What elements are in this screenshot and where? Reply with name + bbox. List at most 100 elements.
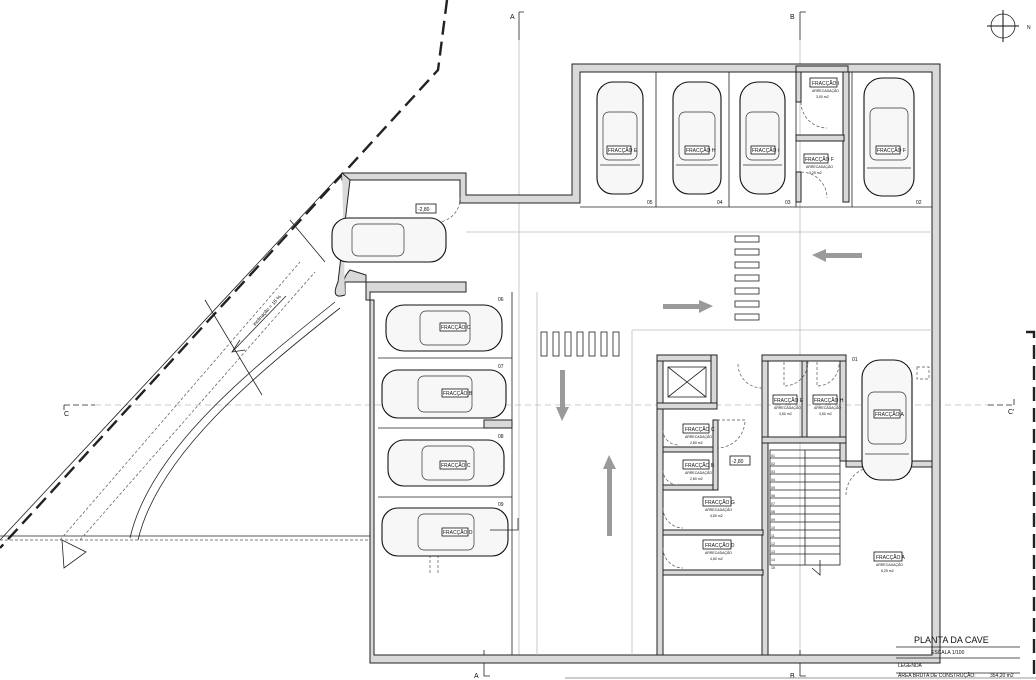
- svg-text:ARRECADAÇÃO: ARRECADAÇÃO: [814, 405, 841, 410]
- svg-text:02: 02: [771, 462, 775, 466]
- level-marker-ramp: -2,80: [415, 203, 437, 214]
- legend-label: LEGENDA: [898, 663, 923, 669]
- svg-text:B: B: [790, 14, 795, 21]
- storage-fraccao-e: FRACÇÃO E ARRECADAÇÃO 3,50 m2: [772, 394, 804, 416]
- elevator-icon: [667, 366, 707, 398]
- car-bay-08: FRACÇÃO C: [387, 439, 505, 487]
- svg-text:FRACÇÃO E: FRACÇÃO E: [774, 397, 804, 404]
- svg-text:FRACÇÃO A: FRACÇÃO A: [875, 411, 905, 418]
- car-bay-06: FRACÇÃO C: [385, 304, 503, 352]
- door-swing: [783, 361, 809, 387]
- door-swing: [737, 363, 763, 389]
- svg-text:-2,80: -2,80: [418, 207, 430, 213]
- svg-text:FRACÇÃO F: FRACÇÃO F: [877, 147, 906, 154]
- svg-text:FRACÇÃO E: FRACÇÃO E: [608, 147, 638, 154]
- svg-text:FRACÇÃO I: FRACÇÃO I: [752, 147, 779, 154]
- svg-text:FRACÇÃO A: FRACÇÃO A: [876, 554, 906, 561]
- svg-text:FRACÇÃO H: FRACÇÃO H: [686, 147, 716, 154]
- svg-text:15: 15: [771, 566, 775, 570]
- svg-text:FRACÇÃO B: FRACÇÃO B: [685, 462, 715, 469]
- svg-text:FRACÇÃO D: FRACÇÃO D: [705, 542, 735, 549]
- left-bays: 06 07 08 09: [378, 292, 513, 655]
- svg-text:4,80 m2: 4,80 m2: [710, 557, 723, 561]
- storage-fraccao-h: FRACÇÃO H ARRECADAÇÃO 3,50 m2: [812, 394, 844, 416]
- crosswalk-vertical: [734, 235, 760, 321]
- traffic-arrow-up-icon: [603, 455, 616, 536]
- car-bay-01: FRACÇÃO A: [861, 359, 913, 481]
- svg-text:FRACÇÃO B: FRACÇÃO B: [443, 390, 473, 397]
- svg-text:06: 06: [771, 494, 775, 498]
- bay-number: 05: [647, 200, 653, 206]
- svg-text:FRACÇÃO C: FRACÇÃO C: [685, 426, 715, 433]
- car-bay-02: FRACÇÃO F: [863, 77, 915, 197]
- svg-text:03: 03: [771, 470, 775, 474]
- svg-text:3,25 m2: 3,25 m2: [809, 171, 822, 175]
- north-arrow-icon: N: [987, 10, 1031, 42]
- svg-text:FRACÇÃO F: FRACÇÃO F: [805, 156, 834, 163]
- svg-text:3,50 m2: 3,50 m2: [779, 412, 792, 416]
- drawing-scale: ESCALA 1/100: [931, 650, 965, 656]
- svg-text:C': C': [1008, 409, 1014, 416]
- svg-text:ARRECADAÇÃO: ARRECADAÇÃO: [876, 562, 903, 567]
- svg-text:07: 07: [771, 502, 775, 506]
- crosswalk-horizontal: [540, 331, 620, 357]
- storage-fraccao-g: FRACÇÃO G ARRECADAÇÃO 4,80 m2: [702, 496, 735, 518]
- svg-text:01: 01: [771, 454, 775, 458]
- bay-number: 01: [852, 357, 858, 363]
- car-bay-07: FRACÇÃO B: [381, 369, 507, 419]
- section-mark-c-right: C': [988, 398, 1014, 416]
- drawing-title: PLANTA DA CAVE: [914, 635, 989, 645]
- svg-text:FRACÇÃO I: FRACÇÃO I: [812, 80, 839, 87]
- svg-text:2,80 m2: 2,80 m2: [690, 441, 703, 445]
- svg-text:ARRECADAÇÃO: ARRECADAÇÃO: [705, 507, 732, 512]
- svg-text:ARRECADAÇÃO: ARRECADAÇÃO: [774, 405, 801, 410]
- svg-text:13: 13: [771, 550, 775, 554]
- site-boundary-line: [0, 0, 449, 549]
- svg-text:04: 04: [771, 478, 775, 482]
- car-bay-09: FRACÇÃO D: [381, 507, 519, 557]
- svg-text:11: 11: [771, 534, 775, 538]
- svg-text:10: 10: [771, 526, 775, 530]
- door-swing: [662, 547, 684, 569]
- svg-text:14: 14: [771, 558, 775, 562]
- svg-text:FRACÇÃO G: FRACÇÃO G: [705, 499, 735, 506]
- svg-text:4,80 m2: 4,80 m2: [710, 514, 723, 518]
- svg-text:FRACÇÃO D: FRACÇÃO D: [443, 529, 473, 536]
- level-marker-core: -2,80: [729, 455, 751, 466]
- svg-text:3,00 m2: 3,00 m2: [816, 95, 829, 99]
- bay-number: 04: [717, 200, 723, 206]
- bay-number: 02: [916, 200, 922, 206]
- door-swing: [816, 362, 840, 387]
- section-mark-b-top: B: [790, 11, 806, 40]
- door-swing: [662, 429, 679, 446]
- svg-text:6,25 m2: 6,25 m2: [881, 569, 894, 573]
- area-label: ÁREA BRUTA DE CONSTRUÇÃO:: [898, 672, 976, 679]
- svg-text:ARRECADAÇÃO: ARRECADAÇÃO: [705, 550, 732, 555]
- bay-number: 07: [498, 364, 504, 370]
- svg-text:08: 08: [771, 510, 775, 514]
- car-bay-05: FRACÇÃO E: [596, 81, 644, 195]
- svg-text:C: C: [64, 411, 69, 418]
- car-bay-04: FRACÇÃO H: [672, 81, 722, 195]
- storage-fraccao-d: FRACÇÃO D ARRECADAÇÃO 4,80 m2: [702, 539, 735, 561]
- door-swing: [845, 466, 875, 496]
- car-bay-03: FRACÇÃO I: [739, 81, 786, 195]
- svg-text:A: A: [510, 14, 515, 21]
- svg-text:05: 05: [771, 486, 775, 490]
- bay-number: 03: [785, 200, 791, 206]
- storage-fraccao-c: FRACÇÃO C ARRECADAÇÃO 2,80 m2: [682, 423, 715, 445]
- bay-number: 08: [498, 434, 504, 440]
- svg-text:FRACÇÃO C: FRACÇÃO C: [441, 324, 471, 331]
- traffic-arrow-down-icon: [556, 370, 569, 421]
- bay-number: 09: [498, 502, 504, 508]
- svg-text:FRACÇÃO H: FRACÇÃO H: [814, 397, 844, 404]
- traffic-arrow-left-icon: [812, 249, 862, 262]
- storage-fraccao-b: FRACÇÃO B ARRECADAÇÃO 2,80 m2: [682, 459, 715, 481]
- svg-text:ARRECADAÇÃO: ARRECADAÇÃO: [685, 434, 712, 439]
- svg-text:ARRECADAÇÃO: ARRECADAÇÃO: [685, 470, 712, 475]
- svg-text:B: B: [790, 673, 795, 680]
- svg-text:N: N: [1027, 25, 1031, 31]
- shaft: [916, 366, 930, 380]
- title-block: PLANTA DA CAVE ESCALA 1/100 LEGENDA ÁREA…: [565, 635, 1036, 679]
